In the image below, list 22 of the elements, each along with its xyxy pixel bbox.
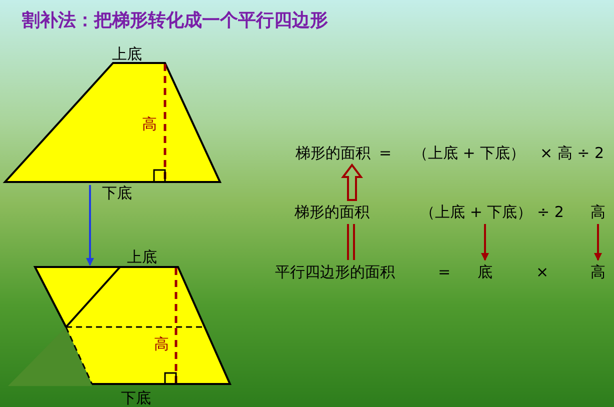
formula-text: = [438, 262, 451, 282]
formula-text: = [379, 143, 392, 163]
formula-text: （上底 + 下底） [413, 143, 526, 163]
arrow [594, 224, 602, 261]
side-label: 下底 [102, 183, 132, 203]
formula-text: × [536, 262, 549, 282]
side-label: 上底 [127, 247, 157, 267]
arrow [86, 185, 94, 266]
formula-term: 梯形的面积 [292, 202, 372, 222]
formula-text: × 高 ÷ 2 [540, 143, 604, 163]
formula-term: 梯形的面积 [293, 143, 373, 163]
formula-term: 平行四边形的面积 [270, 262, 400, 282]
formula-term: （上底 + 下底） ÷ 2 [416, 202, 568, 222]
formula-term: 高 [588, 202, 608, 222]
side-label: 上底 [112, 44, 142, 64]
formula-term: 底 [476, 262, 494, 282]
double-line [347, 223, 355, 261]
title: 割补法：把梯形转化成一个平行四边形 [22, 9, 328, 33]
hollow-arrow [341, 163, 363, 201]
arrow [481, 224, 489, 261]
side-label: 下底 [121, 388, 151, 407]
formula-term: 高 [588, 262, 608, 282]
